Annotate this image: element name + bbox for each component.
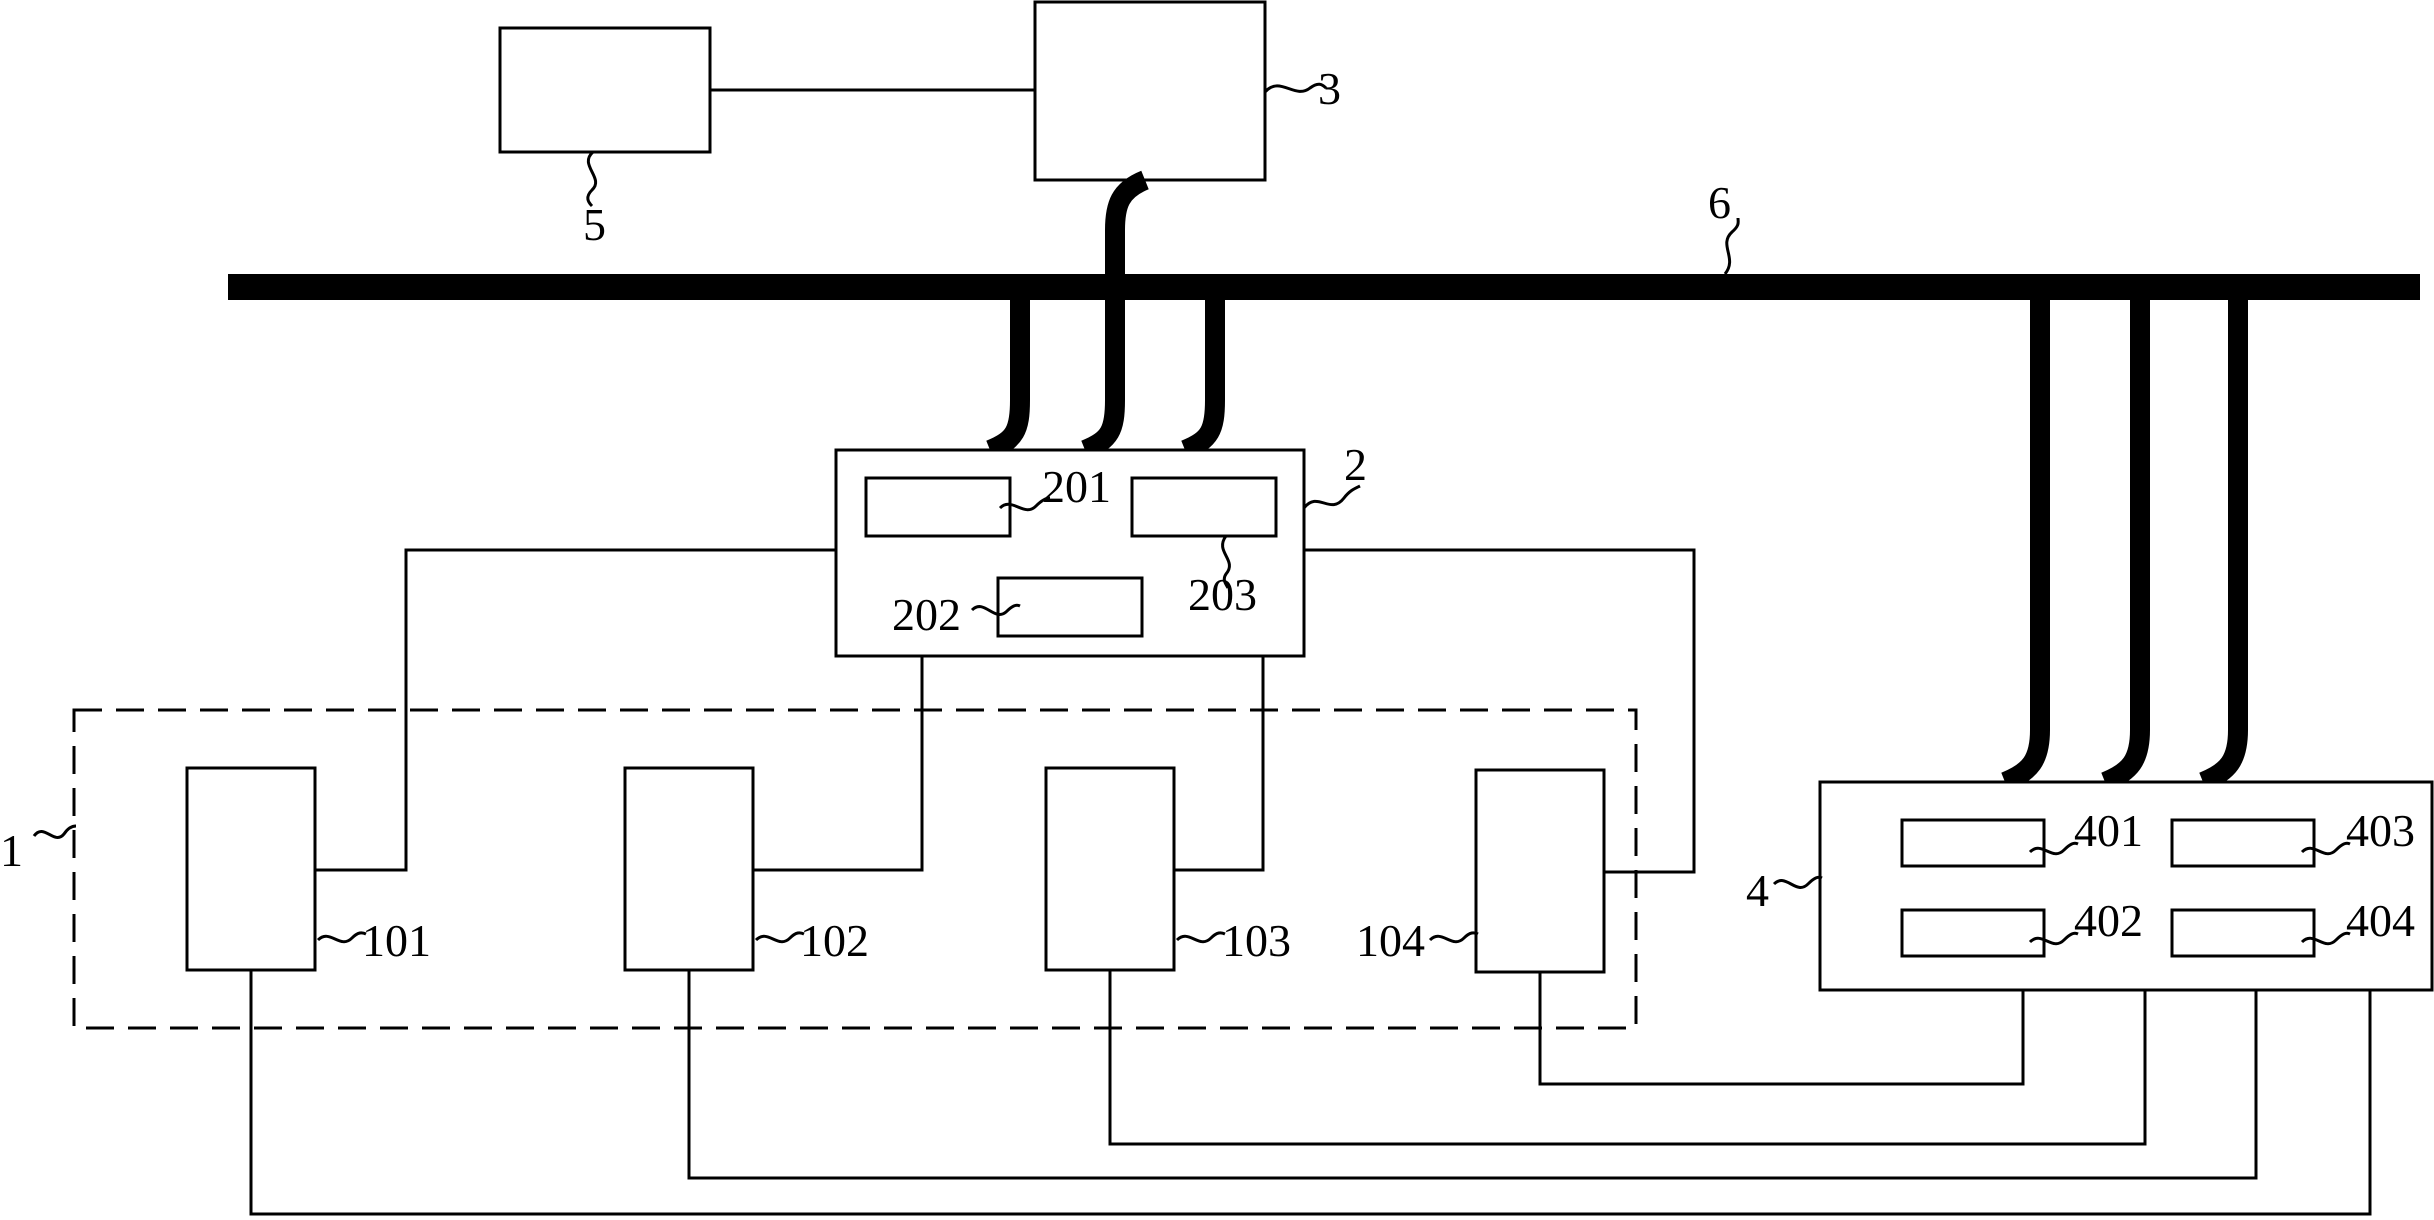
block-3: [1033, 0, 1267, 182]
leader-3: [1263, 82, 1328, 94]
leader-102: [754, 931, 805, 944]
leader-202: [970, 603, 1021, 616]
link-102-4: [687, 970, 2258, 1180]
label-403: 403: [2346, 805, 2415, 856]
block-102: [623, 766, 755, 972]
leader-201: [998, 496, 1051, 512]
group-1-boundary: [72, 708, 1638, 1030]
link-2-103: [1174, 656, 1265, 872]
label-202: 202: [892, 589, 961, 640]
leader-1: [32, 824, 77, 839]
link-2-101: [315, 548, 836, 872]
label-5: 5: [583, 199, 606, 250]
link-101-4: [249, 970, 2372, 1216]
block-404: [2170, 908, 2316, 958]
monitor-bus-cable-2: [2101, 300, 2150, 792]
label-104: 104: [1356, 915, 1425, 966]
leader-2: [1302, 484, 1361, 510]
label-102: 102: [800, 915, 869, 966]
label-404: 404: [2346, 895, 2415, 946]
label-1: 1: [0, 825, 23, 876]
controller-bus-cable-1: [986, 300, 1030, 460]
block-401: [1900, 818, 2046, 868]
leader-401: [2028, 841, 2079, 856]
block-201: [864, 476, 1012, 538]
label-401: 401: [2074, 805, 2143, 856]
leader-404: [2300, 931, 2351, 946]
leader-403: [2300, 841, 2351, 856]
leader-5: [586, 150, 598, 208]
block-103: [1044, 766, 1176, 972]
leader-402: [2028, 931, 2079, 946]
host-bus-cable: [1081, 170, 1150, 460]
block-104: [1474, 768, 1606, 974]
leader-4: [1772, 875, 1823, 889]
label-4: 4: [1746, 865, 1769, 916]
label-6: 6: [1708, 177, 1731, 228]
block-101: [185, 766, 317, 972]
label-101: 101: [362, 915, 431, 966]
leader-101: [316, 931, 367, 944]
label-201: 201: [1042, 461, 1111, 512]
leader-6: [1723, 217, 1740, 275]
label-103: 103: [1222, 915, 1291, 966]
link-2-102: [753, 656, 924, 872]
block-403: [2170, 818, 2316, 868]
block-203: [1130, 476, 1278, 538]
link-2-104: [1304, 548, 1696, 874]
label-2: 2: [1344, 439, 1367, 490]
leader-203: [1221, 535, 1231, 589]
label-402: 402: [2074, 895, 2143, 946]
controller-bus-cable-2: [1181, 300, 1225, 460]
label-3: 3: [1318, 63, 1341, 114]
monitor-bus-cable-3: [2199, 300, 2248, 792]
link-103-4: [1108, 970, 2147, 1146]
link-104-4: [1538, 972, 2025, 1086]
leader-103: [1175, 931, 1226, 944]
block-202: [996, 576, 1144, 638]
label-203: 203: [1188, 569, 1257, 620]
monitor-bus-cable-1: [2001, 300, 2050, 792]
block-5: [498, 26, 712, 154]
block-402: [1900, 908, 2046, 958]
leader-104: [1428, 931, 1479, 944]
